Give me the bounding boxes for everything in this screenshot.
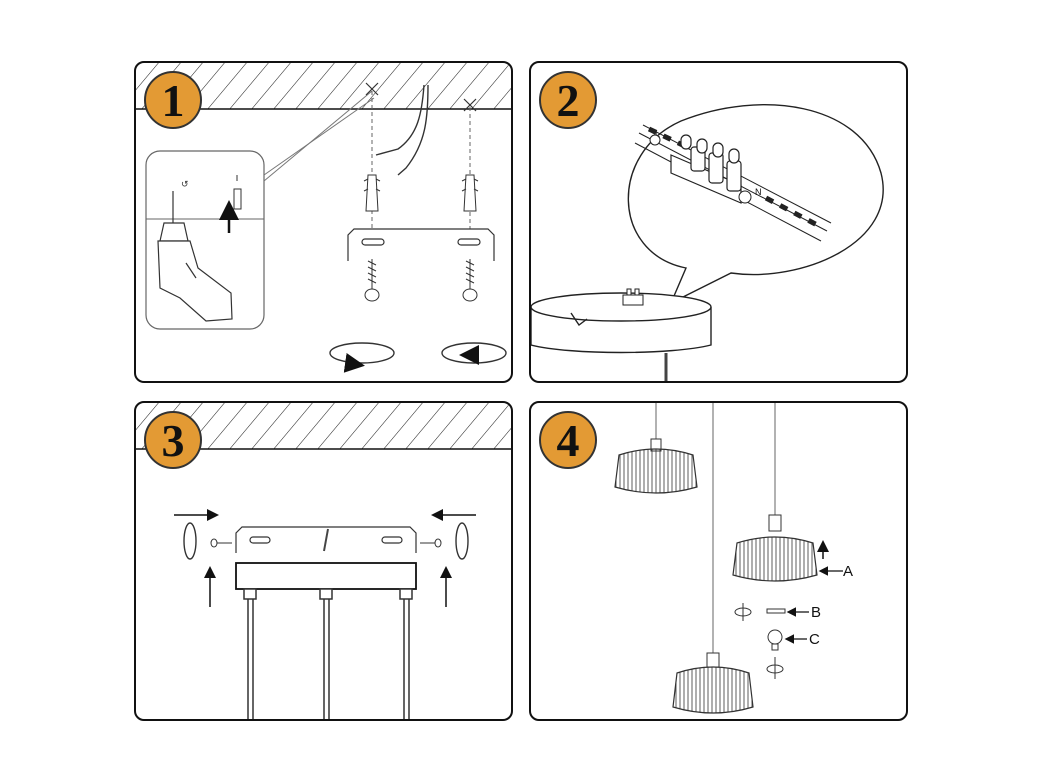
lamp-shade-2	[732, 514, 818, 582]
shade-ring	[766, 608, 786, 614]
pendant-cords	[243, 588, 413, 719]
lamp-shade-1	[614, 438, 698, 494]
screw-left	[210, 538, 232, 548]
step-2-panel: 2 L N	[529, 61, 908, 383]
terminal-label-n: N	[755, 187, 762, 197]
drill-icon	[157, 191, 233, 322]
step-4-panel: 4 A	[529, 401, 908, 721]
screw-right	[462, 259, 478, 302]
lamp-shade-3	[672, 652, 754, 714]
svg-text:↺: ↺	[181, 179, 189, 189]
rotate-ring-icon	[734, 603, 752, 621]
terminal-label-l: L	[655, 129, 660, 139]
wall-plug-right	[461, 174, 479, 212]
rotate-clockwise-icon	[329, 342, 395, 373]
step-1-badge: 1	[144, 71, 202, 129]
mini-terminal-block	[622, 288, 644, 306]
rotate-left-icon	[183, 522, 197, 560]
step-2-badge: 2	[539, 71, 597, 129]
light-bulb-icon	[767, 629, 783, 651]
callout-c: C	[809, 631, 820, 648]
screw-left	[364, 259, 380, 302]
ceiling-canopy	[531, 292, 712, 354]
screw-right	[420, 538, 442, 548]
step-3-panel: 3	[134, 401, 513, 721]
earth-symbol-icon	[649, 134, 661, 146]
ceiling-canopy	[235, 562, 417, 590]
step-1-panel: 1 ↺	[134, 61, 513, 383]
mounting-bracket	[347, 228, 495, 261]
drill-inset: ↺	[145, 90, 375, 330]
step-3-badge: 3	[144, 411, 202, 469]
step-1-illustration: ↺	[136, 63, 511, 373]
step-3-illustration	[136, 403, 511, 719]
callout-b: B	[811, 604, 821, 621]
rotate-counterclockwise-icon	[441, 342, 507, 365]
rotate-right-icon	[455, 522, 469, 560]
step-4-badge: 4	[539, 411, 597, 469]
callout-a: A	[843, 563, 853, 580]
cord	[323, 528, 329, 552]
terminal-block	[670, 134, 742, 204]
magnifier-bubble	[627, 104, 884, 305]
step-4-illustration: A B C	[614, 403, 853, 714]
step-2-illustration: L N	[531, 104, 884, 381]
wall-plug-left	[363, 174, 381, 212]
mains-wire	[375, 84, 425, 156]
earth-symbol-icon-2	[738, 190, 752, 204]
rotate-bulb-icon	[766, 657, 784, 679]
